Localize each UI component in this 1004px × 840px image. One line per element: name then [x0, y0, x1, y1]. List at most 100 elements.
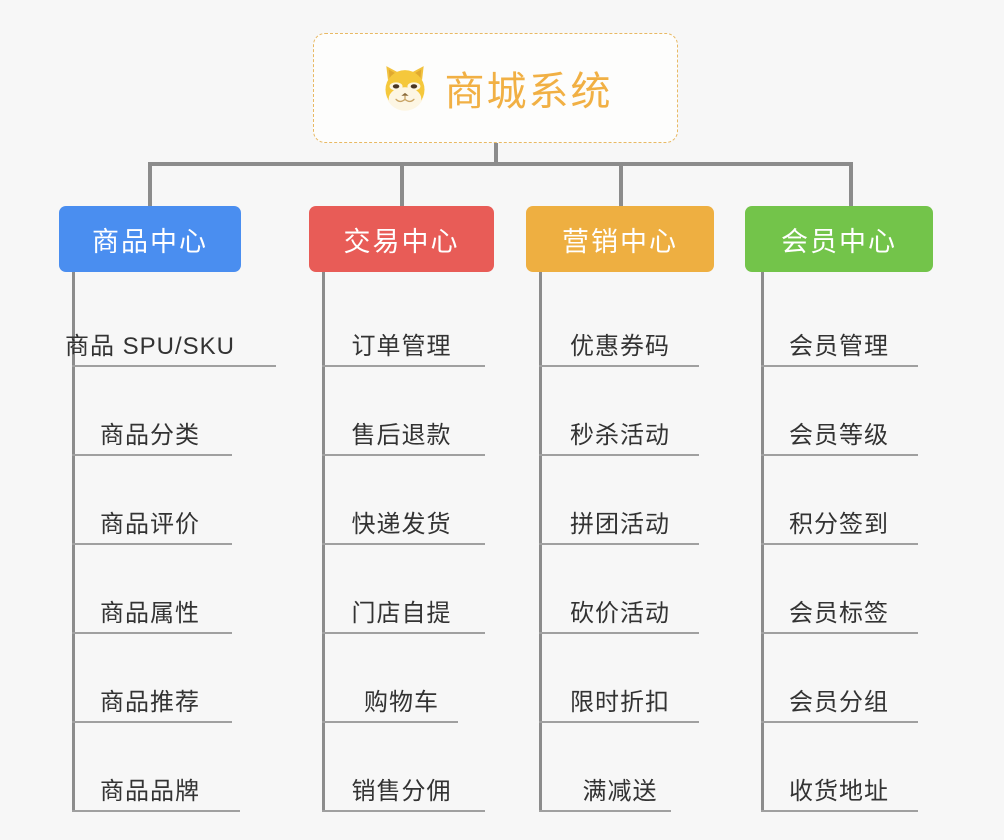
leaf-item-label: 商品评价 [100, 511, 200, 538]
leaf-item-underline [322, 365, 485, 367]
leaf-item-label: 订单管理 [351, 333, 452, 360]
leaf-item-label: 购物车 [364, 689, 439, 716]
leaf-item-underline [539, 721, 699, 723]
leaf-item-label: 优惠券码 [570, 333, 670, 360]
leaf-item-label: 砍价活动 [570, 600, 670, 627]
leaf-item-underline [539, 365, 699, 367]
leaf-item[interactable]: 收货地址 [745, 723, 933, 812]
leaf-item-label: 限时折扣 [570, 689, 670, 716]
leaf-item-underline [322, 721, 458, 723]
leaf-item[interactable]: 购物车 [309, 634, 494, 723]
leaf-item-label: 会员标签 [789, 600, 889, 627]
leaf-item[interactable]: 商品评价 [59, 456, 241, 545]
leaf-item-label: 商品分类 [100, 422, 200, 449]
connector-drop-1 [148, 162, 152, 206]
category-label: 交易中心 [343, 226, 460, 257]
leaf-item-label: 销售分佣 [351, 778, 452, 805]
leaf-item-underline [72, 543, 232, 545]
category-box-product[interactable]: 商品中心 [59, 206, 241, 272]
leaf-item-underline [539, 454, 699, 456]
leaf-item-label: 售后退款 [351, 422, 452, 449]
leaf-list-marketing: 优惠券码秒杀活动拼团活动砍价活动限时折扣满减送 [526, 272, 714, 812]
category-label: 商品中心 [92, 226, 208, 257]
leaf-list-member: 会员管理会员等级积分签到会员标签会员分组收货地址 [745, 272, 933, 812]
connector-horizontal-bus [148, 162, 852, 166]
branch-column-member: 会员中心会员管理会员等级积分签到会员标签会员分组收货地址 [745, 206, 933, 812]
root-node[interactable]: 商城系统 [313, 33, 678, 143]
branch-column-product: 商品中心商品 SPU/SKU 商品分类商品评价商品属性商品推荐商品品牌 [59, 206, 276, 812]
leaf-item-label: 商品品牌 [100, 778, 200, 805]
leaf-item-underline [761, 454, 918, 456]
leaf-item[interactable]: 商品属性 [59, 545, 241, 634]
branch-column-trade: 交易中心订单管理售后退款快递发货门店自提购物车销售分佣 [309, 206, 494, 812]
leaf-item-label: 满减送 [582, 778, 658, 805]
leaf-item-underline [72, 365, 276, 367]
leaf-item[interactable]: 商品推荐 [59, 634, 241, 723]
leaf-item[interactable]: 积分签到 [745, 456, 933, 545]
leaf-item-underline [322, 454, 485, 456]
leaf-item[interactable]: 商品 SPU/SKU [59, 278, 276, 367]
leaf-item[interactable]: 拼团活动 [526, 456, 714, 545]
branch-spine-member [761, 272, 764, 812]
category-label: 会员中心 [781, 226, 897, 257]
leaf-item[interactable]: 会员分组 [745, 634, 933, 723]
leaf-item[interactable]: 订单管理 [309, 278, 494, 367]
branch-spine-marketing [539, 272, 542, 812]
branch-spine-product [72, 272, 75, 812]
leaf-item-underline [322, 810, 485, 812]
leaf-list-trade: 订单管理售后退款快递发货门店自提购物车销售分佣 [309, 272, 494, 812]
connector-drop-3 [619, 162, 623, 206]
branch-spine-trade [322, 272, 325, 812]
leaf-item-label: 积分签到 [789, 511, 889, 538]
leaf-item-underline [539, 632, 699, 634]
leaf-item-label: 门店自提 [351, 600, 452, 627]
category-box-member[interactable]: 会员中心 [745, 206, 933, 272]
leaf-item-underline [761, 365, 918, 367]
leaf-item-label: 拼团活动 [570, 511, 670, 538]
leaf-item[interactable]: 秒杀活动 [526, 367, 714, 456]
leaf-item[interactable]: 商品分类 [59, 367, 241, 456]
leaf-item-label: 商品属性 [100, 600, 200, 627]
leaf-item[interactable]: 售后退款 [309, 367, 494, 456]
leaf-item[interactable]: 会员等级 [745, 367, 933, 456]
leaf-item-underline [539, 543, 699, 545]
connector-root-stem [494, 143, 498, 165]
leaf-item-label: 收货地址 [789, 778, 889, 805]
leaf-item-underline [761, 632, 918, 634]
leaf-item-label: 会员管理 [789, 333, 889, 360]
leaf-item-underline [761, 810, 918, 812]
leaf-item[interactable]: 满减送 [526, 723, 714, 812]
leaf-item-label: 快递发货 [351, 511, 452, 538]
leaf-item-label: 商品 SPU/SKU [64, 333, 236, 360]
root-title: 商城系统 [444, 70, 613, 114]
leaf-item-label: 会员等级 [789, 422, 889, 449]
leaf-item[interactable]: 优惠券码 [526, 278, 714, 367]
leaf-item-underline [322, 543, 485, 545]
leaf-item[interactable]: 砍价活动 [526, 545, 714, 634]
leaf-item-underline [72, 454, 232, 456]
leaf-item-label: 商品推荐 [100, 689, 200, 716]
leaf-item-underline [761, 543, 918, 545]
leaf-item[interactable]: 销售分佣 [309, 723, 494, 812]
leaf-item-underline [322, 632, 485, 634]
leaf-item[interactable]: 商品品牌 [59, 723, 241, 812]
category-box-marketing[interactable]: 营销中心 [526, 206, 714, 272]
leaf-item-underline [72, 810, 240, 812]
leaf-item-underline [72, 632, 232, 634]
leaf-item[interactable]: 会员标签 [745, 545, 933, 634]
connector-drop-2 [400, 162, 404, 206]
leaf-item-underline [72, 721, 232, 723]
connector-drop-4 [849, 162, 853, 206]
leaf-item[interactable]: 门店自提 [309, 545, 494, 634]
category-label: 营销中心 [562, 226, 678, 257]
leaf-item-label: 会员分组 [789, 689, 889, 716]
category-box-trade[interactable]: 交易中心 [309, 206, 494, 272]
leaf-item-label: 秒杀活动 [570, 422, 670, 449]
leaf-item[interactable]: 限时折扣 [526, 634, 714, 723]
shiba-dog-icon [379, 62, 431, 114]
leaf-list-product: 商品 SPU/SKU 商品分类商品评价商品属性商品推荐商品品牌 [59, 272, 276, 812]
leaf-item[interactable]: 快递发货 [309, 456, 494, 545]
branch-column-marketing: 营销中心优惠券码秒杀活动拼团活动砍价活动限时折扣满减送 [526, 206, 714, 812]
leaf-item[interactable]: 会员管理 [745, 278, 933, 367]
